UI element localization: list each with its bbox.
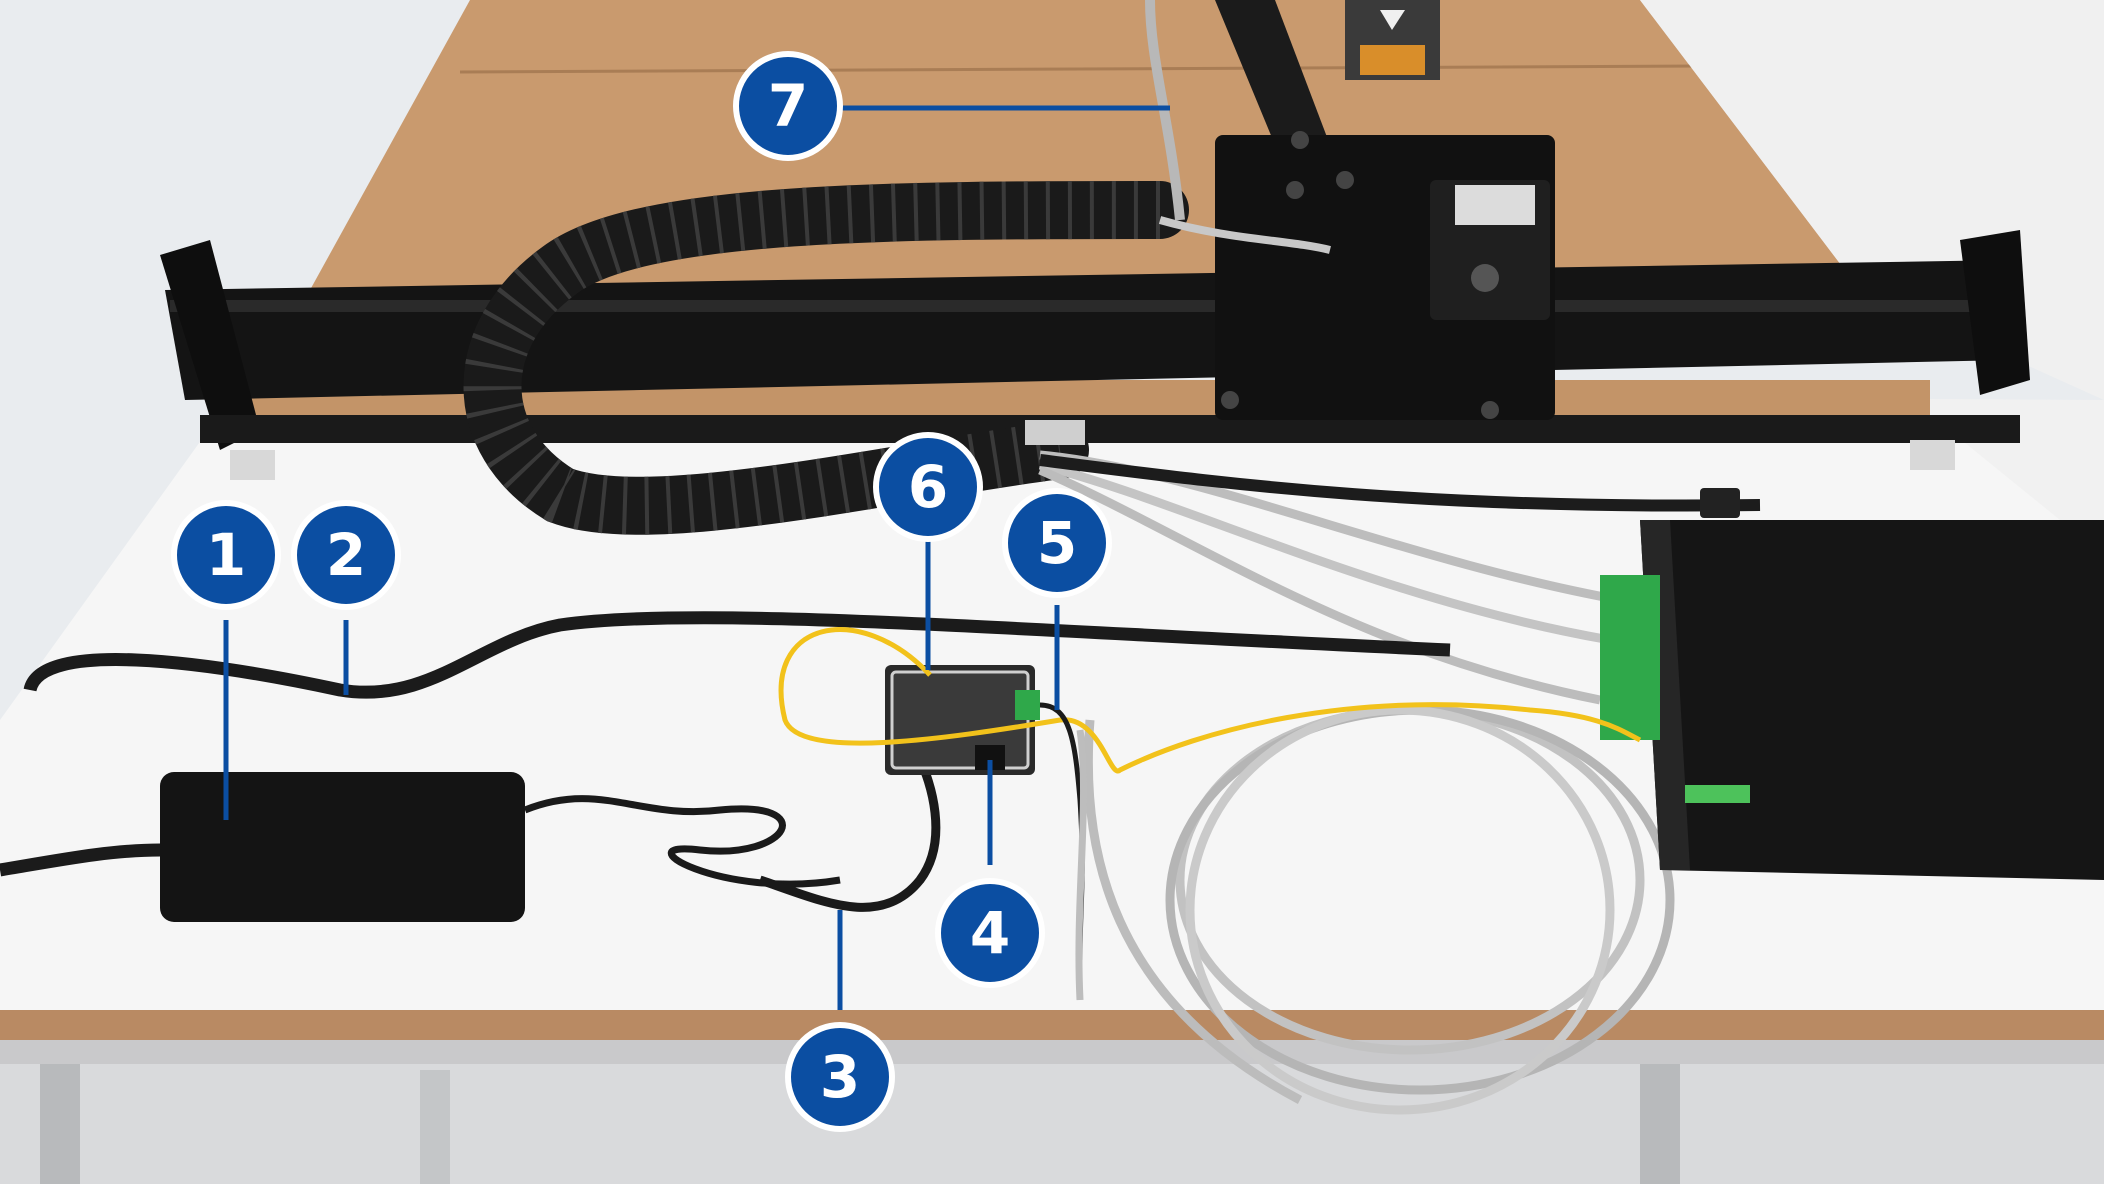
callout-badge-2: 2 (291, 500, 401, 610)
callout-number: 7 (768, 72, 808, 140)
controller-box (1640, 520, 2104, 880)
laser-power-cable (1039, 454, 1761, 512)
mains-cable (0, 843, 161, 877)
floor (0, 1060, 2104, 1184)
callout-badge-7: 7 (733, 51, 843, 161)
cable-coil-3 (1185, 705, 1615, 1115)
cable-drag-chain (463, 181, 1189, 535)
y-axis-rail (1215, 0, 1330, 145)
gantry-end-right (1960, 230, 2030, 395)
terminal-block (1600, 575, 1660, 740)
ac-power-cord (23, 611, 1451, 699)
motor-cable-3 (1038, 465, 1601, 705)
green-tape (1685, 785, 1750, 803)
callout-number: 5 (1037, 509, 1077, 577)
callout-number: 6 (908, 453, 948, 521)
power-plug (1700, 488, 1740, 518)
callout-badge-6: 6 (873, 432, 983, 542)
table-apron (0, 1040, 2104, 1064)
motor-label (1455, 185, 1535, 225)
signal-wire-yellow (778, 627, 1642, 774)
table-leg-left (40, 1060, 80, 1184)
power-adapter (160, 772, 525, 922)
callout-number: 4 (970, 899, 1010, 967)
callout-number: 3 (820, 1043, 860, 1111)
dc-cable-coil (523, 795, 841, 888)
cable-bundle-top (1145, 0, 1185, 221)
table-leg-middle (420, 1070, 450, 1184)
callout-number: 1 (206, 521, 246, 589)
callout-badge-3: 3 (785, 1022, 895, 1132)
callout-badge-4: 4 (935, 878, 1045, 988)
callout-badge-1: 1 (171, 500, 281, 610)
board-terminal (1015, 690, 1040, 720)
gantry-end-left (160, 240, 260, 450)
callout-number: 2 (326, 521, 366, 589)
dc-output-cable (758, 757, 941, 912)
wasteboard (310, 0, 1860, 290)
motor-cable-2 (1038, 460, 1611, 645)
callout-badge-5: 5 (1002, 488, 1112, 598)
table-leg-right (1640, 1060, 1680, 1184)
